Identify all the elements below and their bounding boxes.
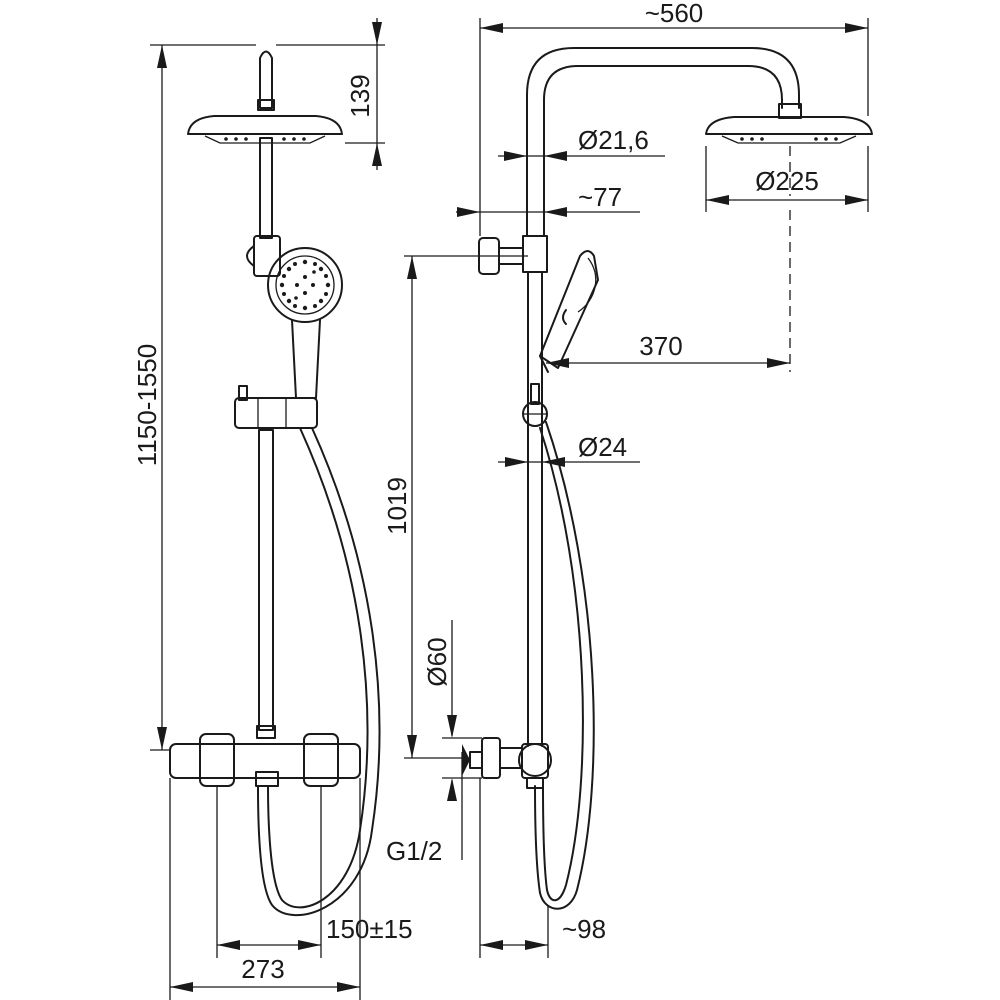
front-hose (257, 427, 381, 917)
side-slider (522, 383, 548, 427)
dim-pipe-diameter: Ø21,6 (498, 125, 665, 161)
side-wall-bracket-top (478, 235, 548, 275)
dim-label-139: 139 (345, 74, 375, 117)
dim-label-24: Ø24 (578, 432, 627, 462)
front-holder (246, 235, 281, 277)
dim-label-60: Ø60 (422, 637, 452, 686)
dim-rail-diameter: Ø24 (498, 432, 640, 467)
dim-body-diameter: Ø60 (422, 620, 482, 801)
side-overhead-shower-head (705, 116, 873, 144)
side-hose (534, 421, 595, 910)
front-overhead-shower-head (187, 115, 343, 144)
dim-label-150: 150±15 (326, 914, 413, 944)
dim-head-height: 139 (276, 18, 385, 170)
dim-label-225: Ø225 (755, 166, 819, 196)
dim-arm-reach: 370 (546, 331, 790, 368)
side-view: ~560 Ø21,6 ~77 Ø225 (382, 0, 873, 958)
dim-total-height: 1150-1550 (132, 44, 256, 751)
dim-label-g12: G1/2 (386, 836, 442, 866)
dim-label-21-6: Ø21,6 (578, 125, 649, 155)
front-mixer (169, 733, 361, 787)
front-rail (256, 50, 276, 739)
side-mixer (469, 737, 552, 789)
side-hand-shower (539, 250, 599, 373)
dim-wall-offset-top: ~77 (456, 182, 640, 217)
side-rail (527, 271, 543, 747)
front-slider (234, 385, 318, 429)
dim-label-273: 273 (241, 954, 284, 984)
dim-rail-length: 1019 (382, 255, 528, 759)
dim-label-370: 370 (639, 331, 682, 361)
dim-label-98: ~98 (562, 914, 606, 944)
dim-spacing: 150±15 (216, 786, 413, 958)
dim-label-1150-1550: 1150-1550 (132, 344, 162, 466)
front-view: 139 1150-1550 150±15 273 (132, 18, 413, 1000)
dim-overall-width: ~560 (479, 0, 869, 236)
dim-label-77: ~77 (578, 182, 622, 212)
dim-connection: G1/2 (386, 744, 470, 866)
dim-width: 273 (169, 778, 361, 1000)
dim-head-diameter: Ø225 (705, 146, 869, 372)
dim-wall-offset-bottom: ~98 (479, 778, 606, 958)
dim-label-1019: 1019 (382, 477, 412, 535)
dim-label-560: ~560 (645, 0, 704, 28)
side-overhead-arm (526, 47, 802, 237)
